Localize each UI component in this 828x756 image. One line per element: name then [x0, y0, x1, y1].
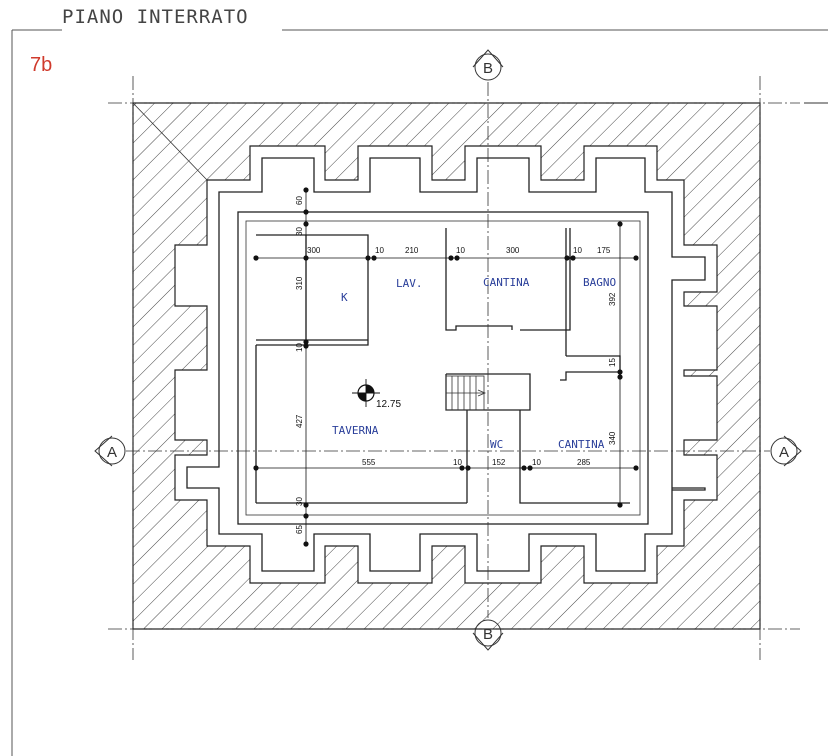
section-marker-b-top [472, 49, 504, 81]
dim-bottom-2: 10 [453, 458, 462, 467]
section-label-b-top: B [483, 60, 493, 77]
dim-left-2: 30 [295, 227, 304, 236]
room-label-taverna: TAVERNA [332, 424, 379, 437]
page-title: PIANO INTERRATO [62, 6, 249, 28]
dim-left-3: 310 [295, 276, 304, 290]
outer-wall-inner-line [186, 157, 706, 572]
dim-top-7: 175 [597, 246, 611, 255]
level-mark-icon [352, 379, 380, 407]
dim-right-1: 392 [608, 292, 617, 306]
building-outer-wall [237, 211, 649, 525]
stair [445, 375, 487, 411]
section-axes [108, 76, 800, 660]
dim-top-2: 10 [375, 246, 384, 255]
sheet-number: 7b [30, 54, 53, 76]
dim-top-6: 10 [573, 246, 582, 255]
room-label-lav: LAV. [396, 277, 423, 290]
dim-top-1: 300 [307, 246, 321, 255]
room-label-cantina-bottom: CANTINA [558, 438, 605, 451]
earth-hatch [132, 102, 761, 630]
section-marker-a-left [94, 435, 126, 467]
dim-top-4: 10 [456, 246, 465, 255]
dim-top-3: 210 [405, 246, 419, 255]
dimension-nodes [253, 187, 639, 547]
hatch-corner-line [132, 102, 208, 181]
dim-right-3: 340 [608, 431, 617, 445]
room-label-k: K [341, 291, 348, 304]
section-label-b-bottom: B [483, 626, 493, 643]
dim-bottom-3: 152 [492, 458, 506, 467]
dim-left-7: 65 [295, 525, 304, 534]
room-label-cantina-top: CANTINA [483, 276, 530, 289]
section-label-a-right: A [779, 444, 789, 461]
section-label-a-left: A [107, 444, 117, 461]
dim-top-5: 300 [506, 246, 520, 255]
dim-bottom-1: 555 [362, 458, 376, 467]
dim-left-6: 30 [295, 497, 304, 506]
room-label-bagno: BAGNO [583, 276, 616, 289]
interior-walls [255, 228, 630, 504]
room-label-wc: WC [490, 438, 503, 451]
dim-left-1: 60 [295, 196, 304, 205]
dim-bottom-5: 285 [577, 458, 591, 467]
dim-right-2: 15 [608, 358, 617, 367]
section-marker-b-bottom [472, 619, 504, 651]
elevation-value: 12.75 [376, 399, 401, 410]
dim-left-4: 10 [295, 343, 304, 352]
dim-bottom-4: 10 [532, 458, 541, 467]
building-inner-wall [245, 220, 641, 516]
dim-left-5: 427 [295, 414, 304, 428]
section-marker-a-right [770, 435, 802, 467]
